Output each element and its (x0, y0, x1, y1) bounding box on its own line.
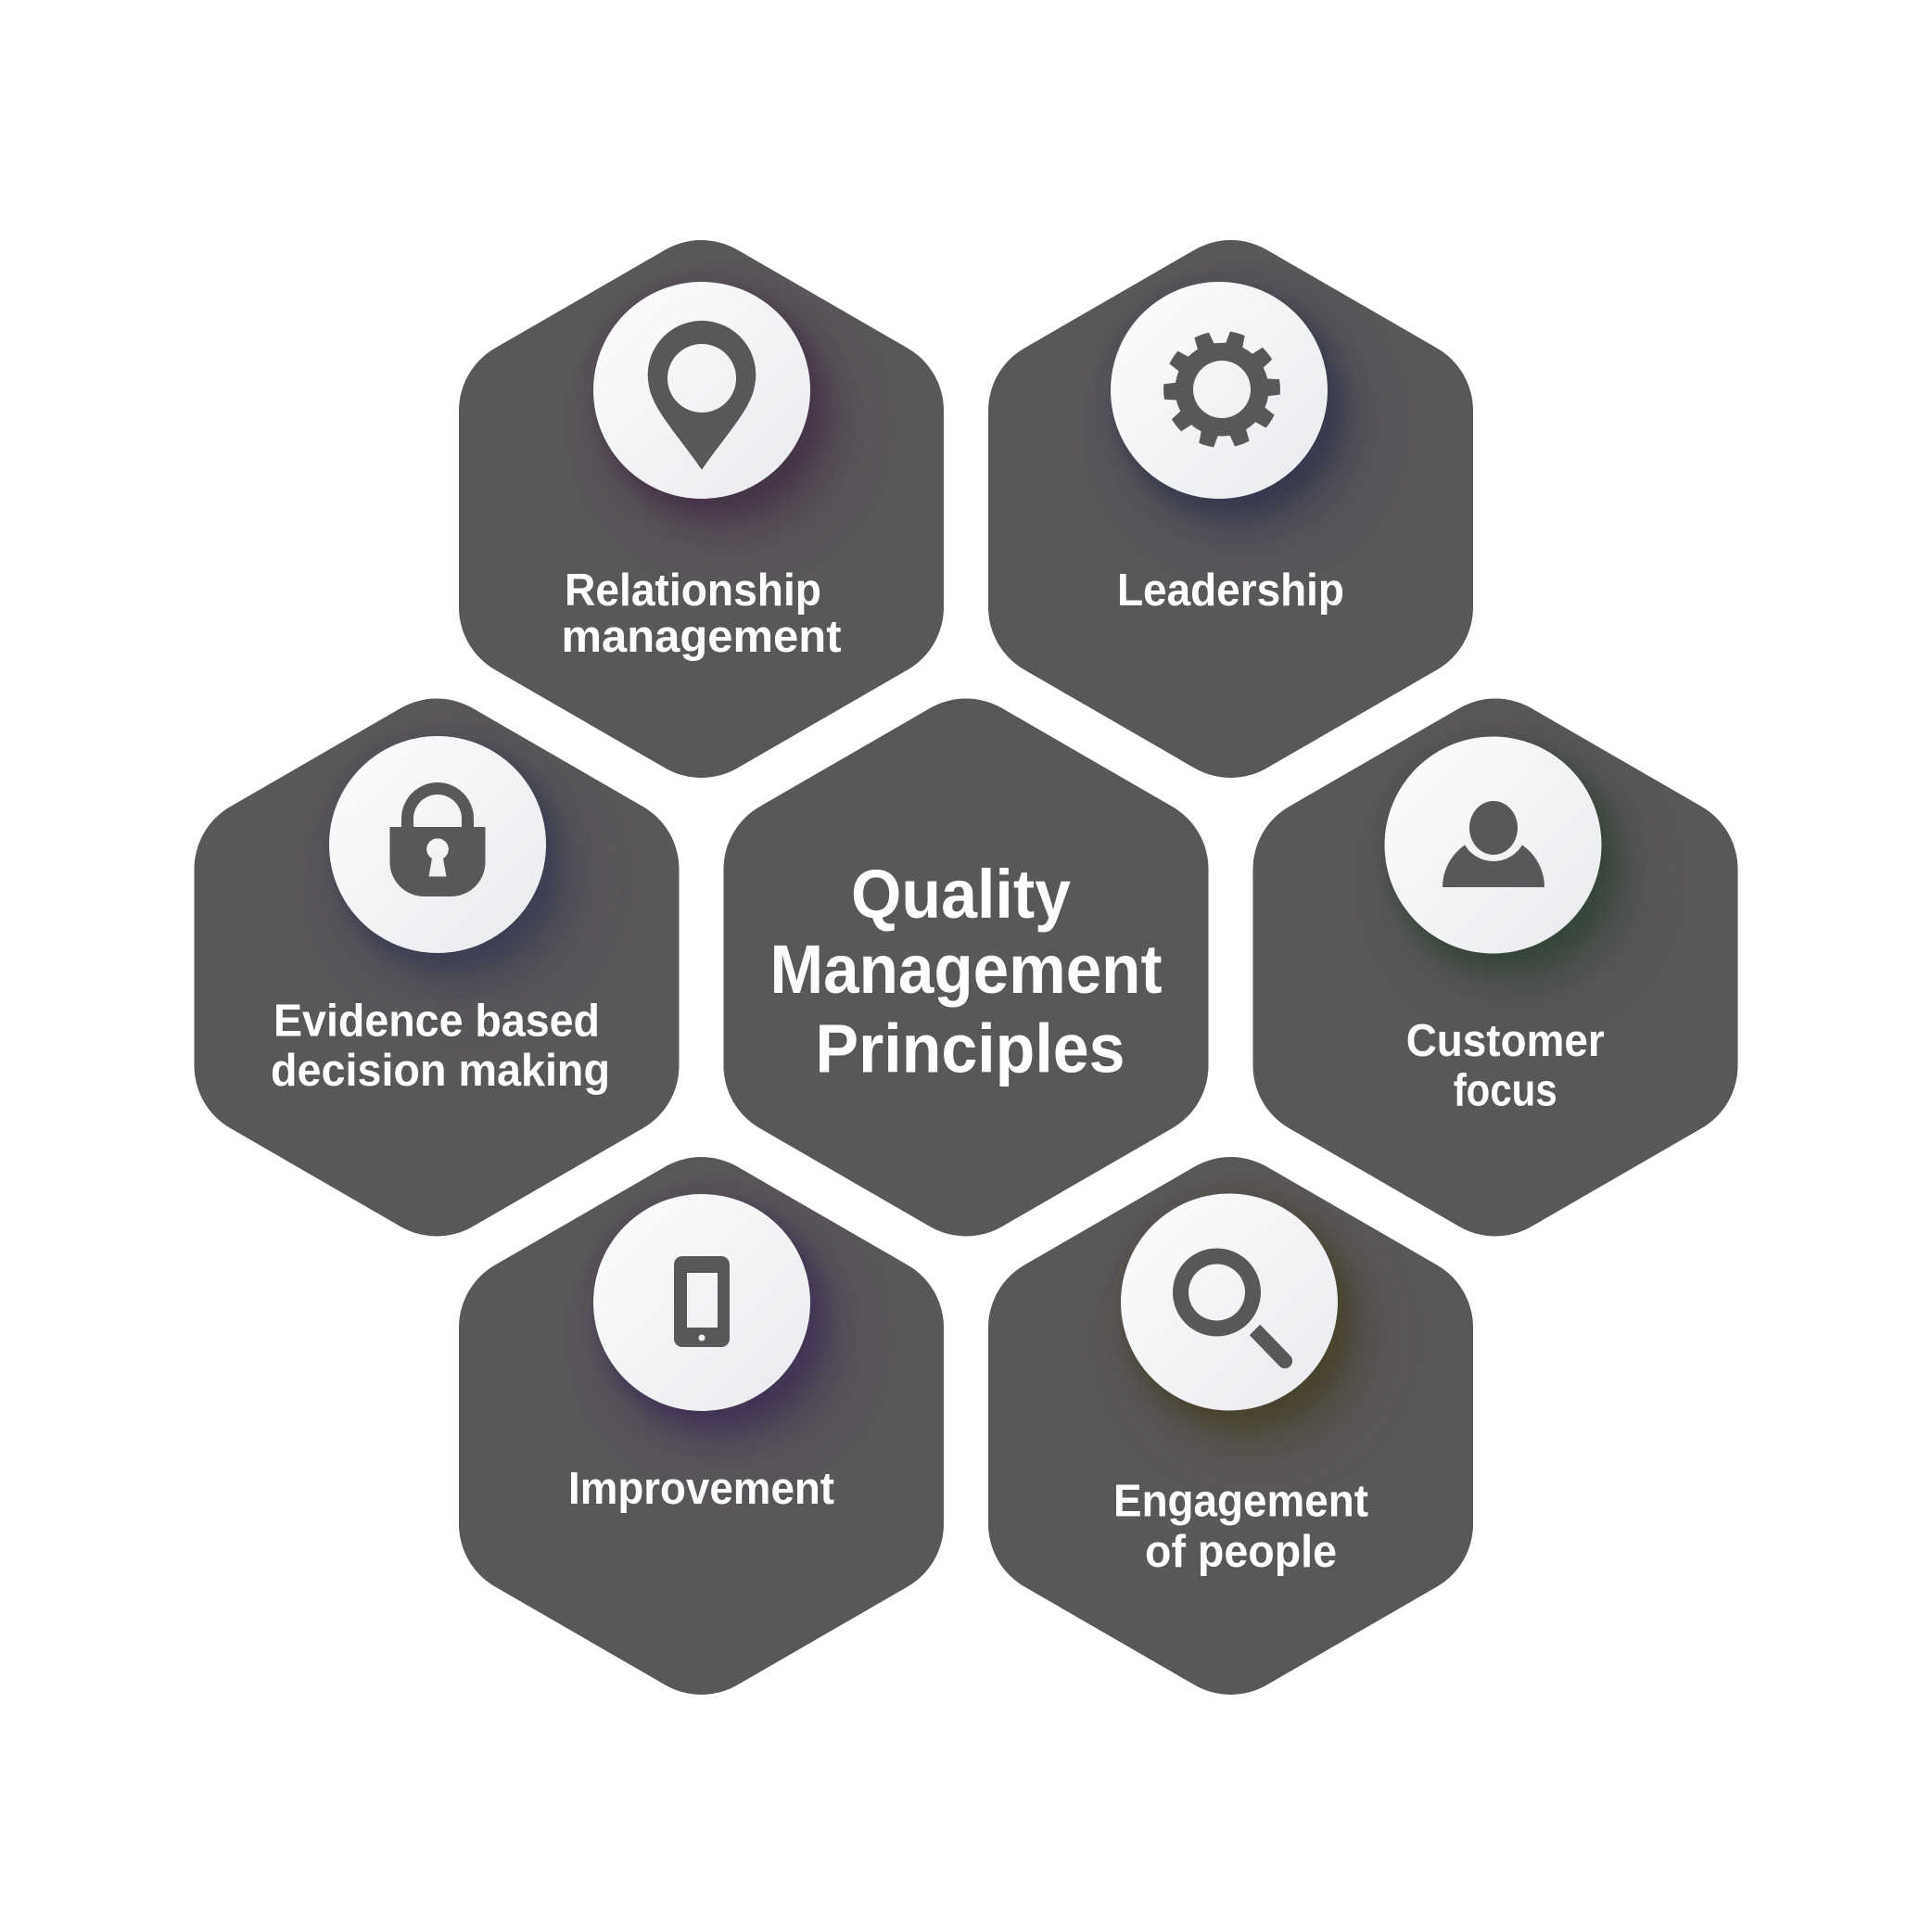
svg-text:focus: focus (1454, 1064, 1557, 1115)
svg-text:Leadership: Leadership (1117, 565, 1344, 616)
svg-text:management: management (562, 611, 842, 662)
svg-text:Engagement: Engagement (1113, 1476, 1368, 1527)
svg-text:Quality: Quality (851, 856, 1071, 933)
svg-text:decision making: decision making (271, 1045, 610, 1096)
svg-text:Evidence based: Evidence based (273, 996, 600, 1047)
svg-text:Improvement: Improvement (568, 1463, 834, 1514)
svg-text:Management: Management (770, 931, 1163, 1008)
svg-text:Principles: Principles (816, 1010, 1125, 1087)
svg-text:of people: of people (1145, 1526, 1337, 1577)
svg-text:Customer: Customer (1406, 1015, 1605, 1066)
svg-text:Relationship: Relationship (565, 565, 821, 616)
